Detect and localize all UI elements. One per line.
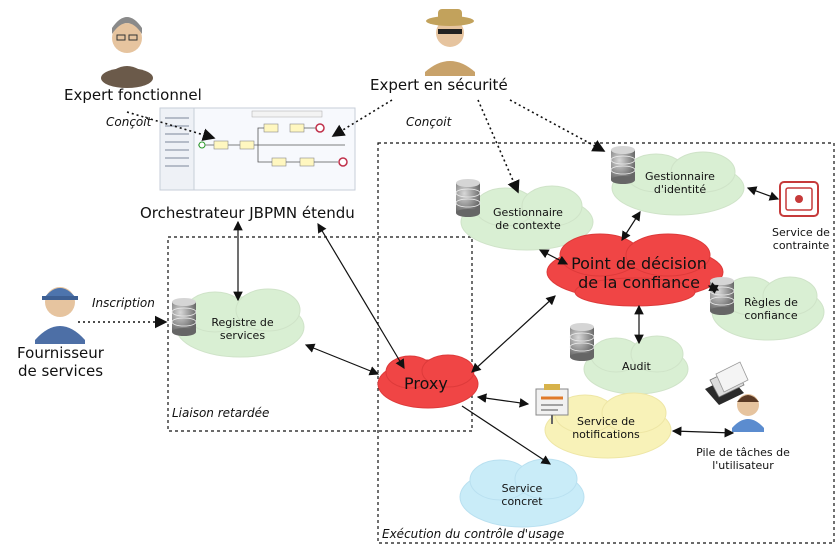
context-manager-cloud — [460, 185, 594, 251]
functional-expert-design-arrow — [126, 111, 216, 141]
proxy-cloud — [377, 354, 479, 409]
proxy-label: Proxy — [404, 374, 448, 393]
trust-rules-label: Règles de confiance — [744, 296, 798, 323]
proxy-notification-link — [476, 393, 530, 408]
notification-user-link — [671, 426, 735, 438]
concrete-service-label: Service concret — [501, 482, 543, 509]
trust-rules-cloud — [711, 276, 825, 341]
security-expert-context-arrow — [477, 99, 520, 194]
orchestrator-proxy-link — [317, 222, 405, 370]
audit-label: Audit — [622, 360, 651, 373]
context-manager-db-icon — [455, 179, 481, 217]
context-decision-link — [538, 249, 569, 265]
user-avatar — [732, 394, 764, 432]
task-stack-icon — [705, 361, 749, 405]
user-task-stack-label: Pile de tâches de l'utilisateur — [696, 446, 790, 473]
concrete-service-cloud — [459, 458, 585, 528]
service-registry-db-icon — [171, 298, 197, 336]
constraint-safe-icon — [779, 181, 819, 217]
service-provider-avatar — [35, 287, 85, 344]
designs-right-label: Conçoit — [406, 115, 452, 129]
proxy-concrete-link — [461, 405, 552, 465]
proxy-decision-link — [471, 295, 556, 373]
notification-board-icon — [535, 384, 569, 424]
notification-service-label: Service de notifications — [572, 415, 640, 442]
rules-decision-link — [707, 282, 720, 294]
trust-decision-cloud — [546, 233, 724, 307]
notification-cloud — [544, 392, 672, 459]
identity-manager-db-icon — [610, 146, 636, 184]
identity-manager-cloud — [611, 151, 745, 216]
late-binding-label: Liaison retardée — [172, 406, 270, 420]
trust-decision-label: Point de décision de la confiance — [571, 254, 707, 293]
bpmn-editor-thumbnail — [159, 107, 356, 191]
security-expert-avatar — [425, 9, 475, 76]
audit-db-icon — [569, 323, 595, 361]
service-provider-label: Fournisseur de services — [17, 344, 104, 380]
context-manager-label: Gestionnaire de contexte — [493, 206, 563, 233]
service-registry-cloud — [175, 288, 305, 358]
identity-constraint-link — [746, 186, 780, 201]
registration-label: Inscription — [92, 296, 155, 310]
identity-manager-label: Gestionnaire d'identité — [645, 170, 715, 197]
designs-left-label: Conçoit — [106, 115, 152, 129]
functional-expert-label: Expert fonctionnel — [64, 86, 202, 104]
functional-expert-avatar — [101, 17, 153, 88]
security-expert-design-arrow — [331, 99, 393, 137]
orchestrator-label: Orchestrateur JBPMN étendu — [140, 204, 355, 222]
security-expert-label: Expert en sécurité — [370, 76, 508, 94]
usage-control-label: Exécution du contrôle d'usage — [382, 527, 565, 541]
identity-decision-link — [621, 210, 641, 242]
constraint-service-label: Service de contrainte — [772, 226, 830, 253]
audit-cloud — [583, 335, 689, 395]
registry-proxy-link — [304, 343, 380, 376]
service-registry-label: Registre de services — [211, 316, 274, 343]
